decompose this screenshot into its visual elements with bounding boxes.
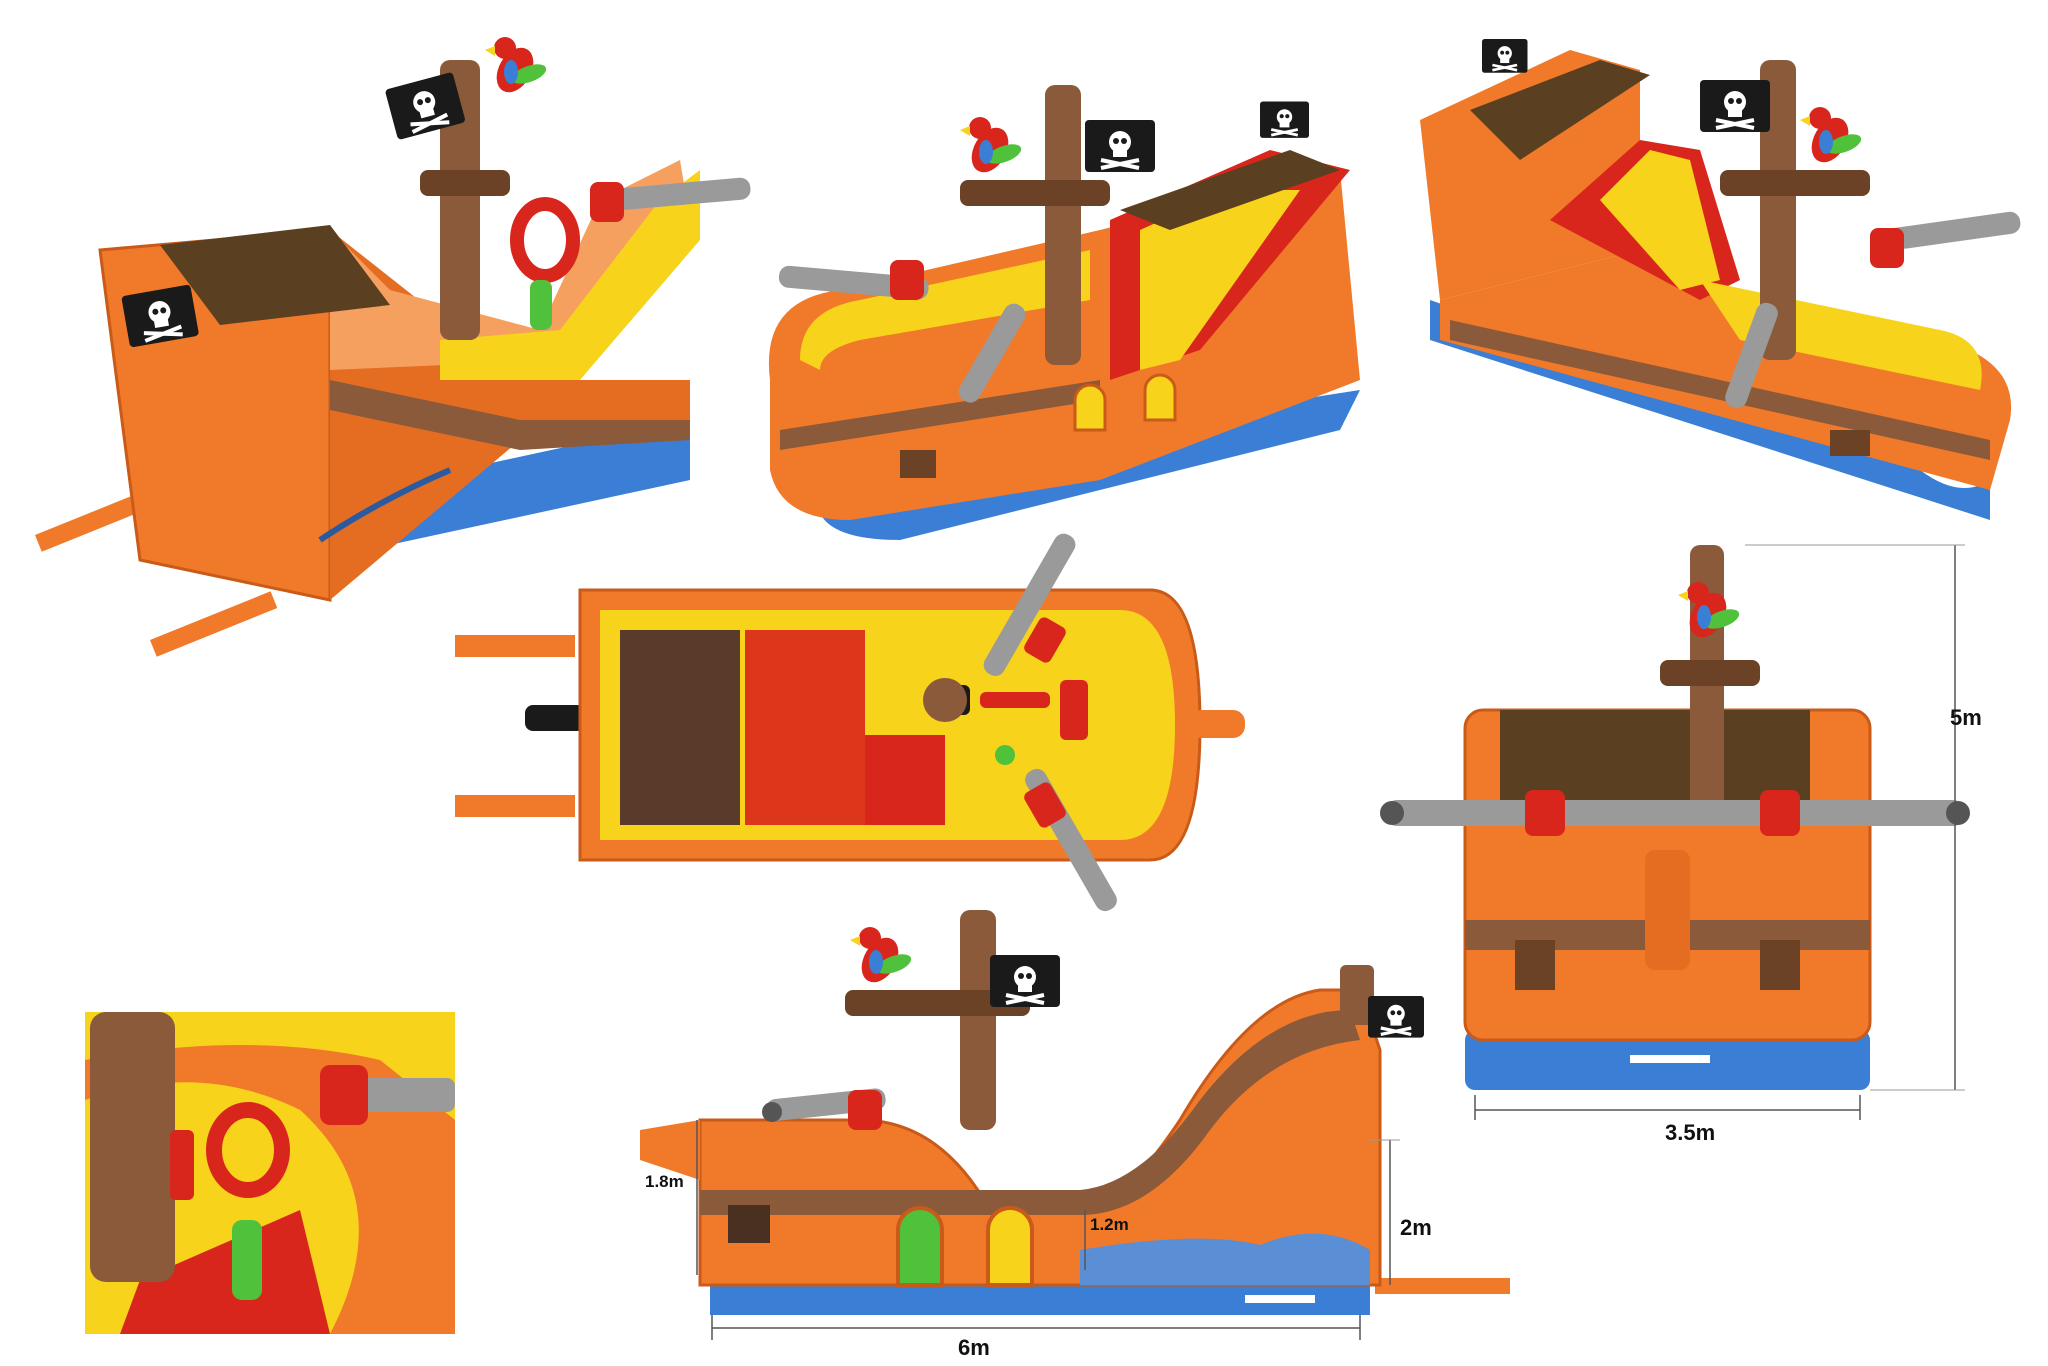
label-height-total: 5m: [1950, 705, 1982, 730]
view-side: [640, 910, 1510, 1315]
label-length: 6m: [958, 1335, 990, 1360]
view-front: [1380, 545, 1970, 1090]
label-front-height: 1.8m: [645, 1172, 684, 1191]
label-slide-height: 2m: [1400, 1215, 1432, 1240]
label-inner-height: 1.2m: [1090, 1215, 1129, 1234]
dimension-lines-side: [696, 1120, 1400, 1340]
view-side-perspective: [1420, 37, 2021, 520]
label-width: 3.5m: [1665, 1120, 1715, 1145]
view-rear-perspective: [35, 37, 751, 657]
view-front-perspective: [768, 85, 1360, 540]
dimension-lines-front: [1474, 544, 1965, 1120]
view-top: [455, 533, 1245, 912]
view-detail-closeup: [85, 1012, 455, 1334]
